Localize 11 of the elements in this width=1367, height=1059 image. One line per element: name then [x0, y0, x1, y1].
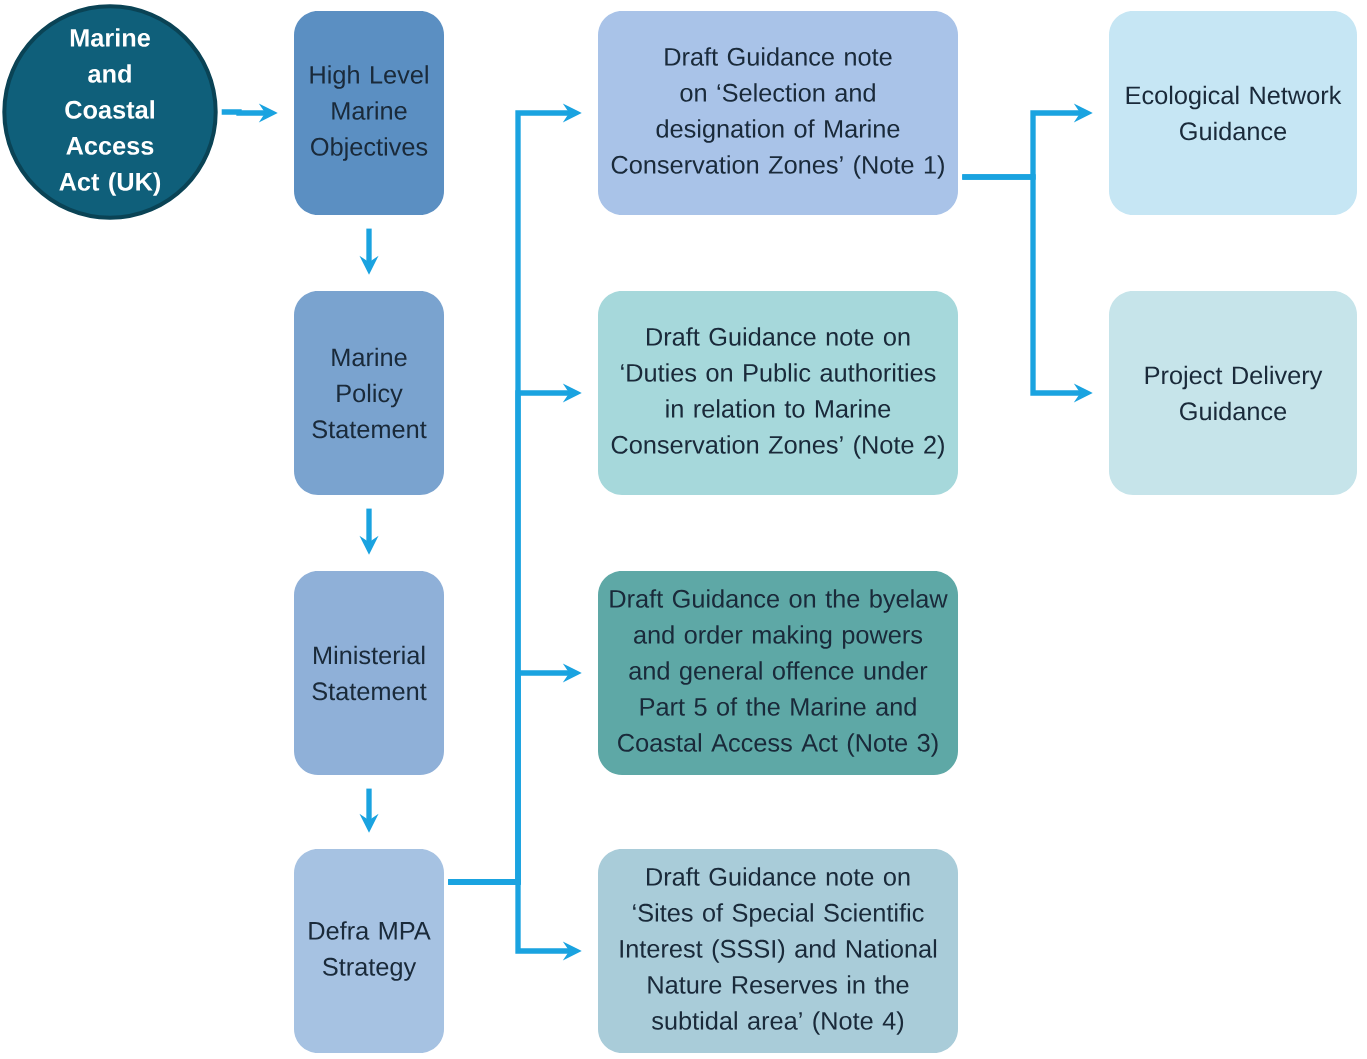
process-box: Ecological Network Guidance [1109, 11, 1357, 215]
process-box: High Level Marine Objectives [294, 11, 444, 215]
process-box: Marine Policy Statement [294, 291, 444, 495]
circle-node: Marine and Coastal Access Act (UK) [2, 4, 218, 220]
process-box: Project Delivery Guidance [1109, 291, 1357, 495]
process-box: Draft Guidance note on ‘Selection and designation of Marine Conservation Zones’ (Note 1) [598, 11, 958, 215]
process-box: Draft Guidance on the byelaw and order making powers and general offence under Part 5 of the Marine and Coastal Access Act (Note 3) [598, 571, 958, 775]
process-box: Draft Guidance note on ‘Duties on Public authorities in relation to Marine Conservation Zones’ (Note 2) [598, 291, 958, 495]
process-box: Ministerial Statement [294, 571, 444, 775]
process-box: Draft Guidance note on ‘Sites of Special Scientific Interest (SSSI) and National Nature Reserves in the subtidal area’ (Note 4) [598, 849, 958, 1053]
process-box: Defra MPA Strategy [294, 849, 444, 1053]
